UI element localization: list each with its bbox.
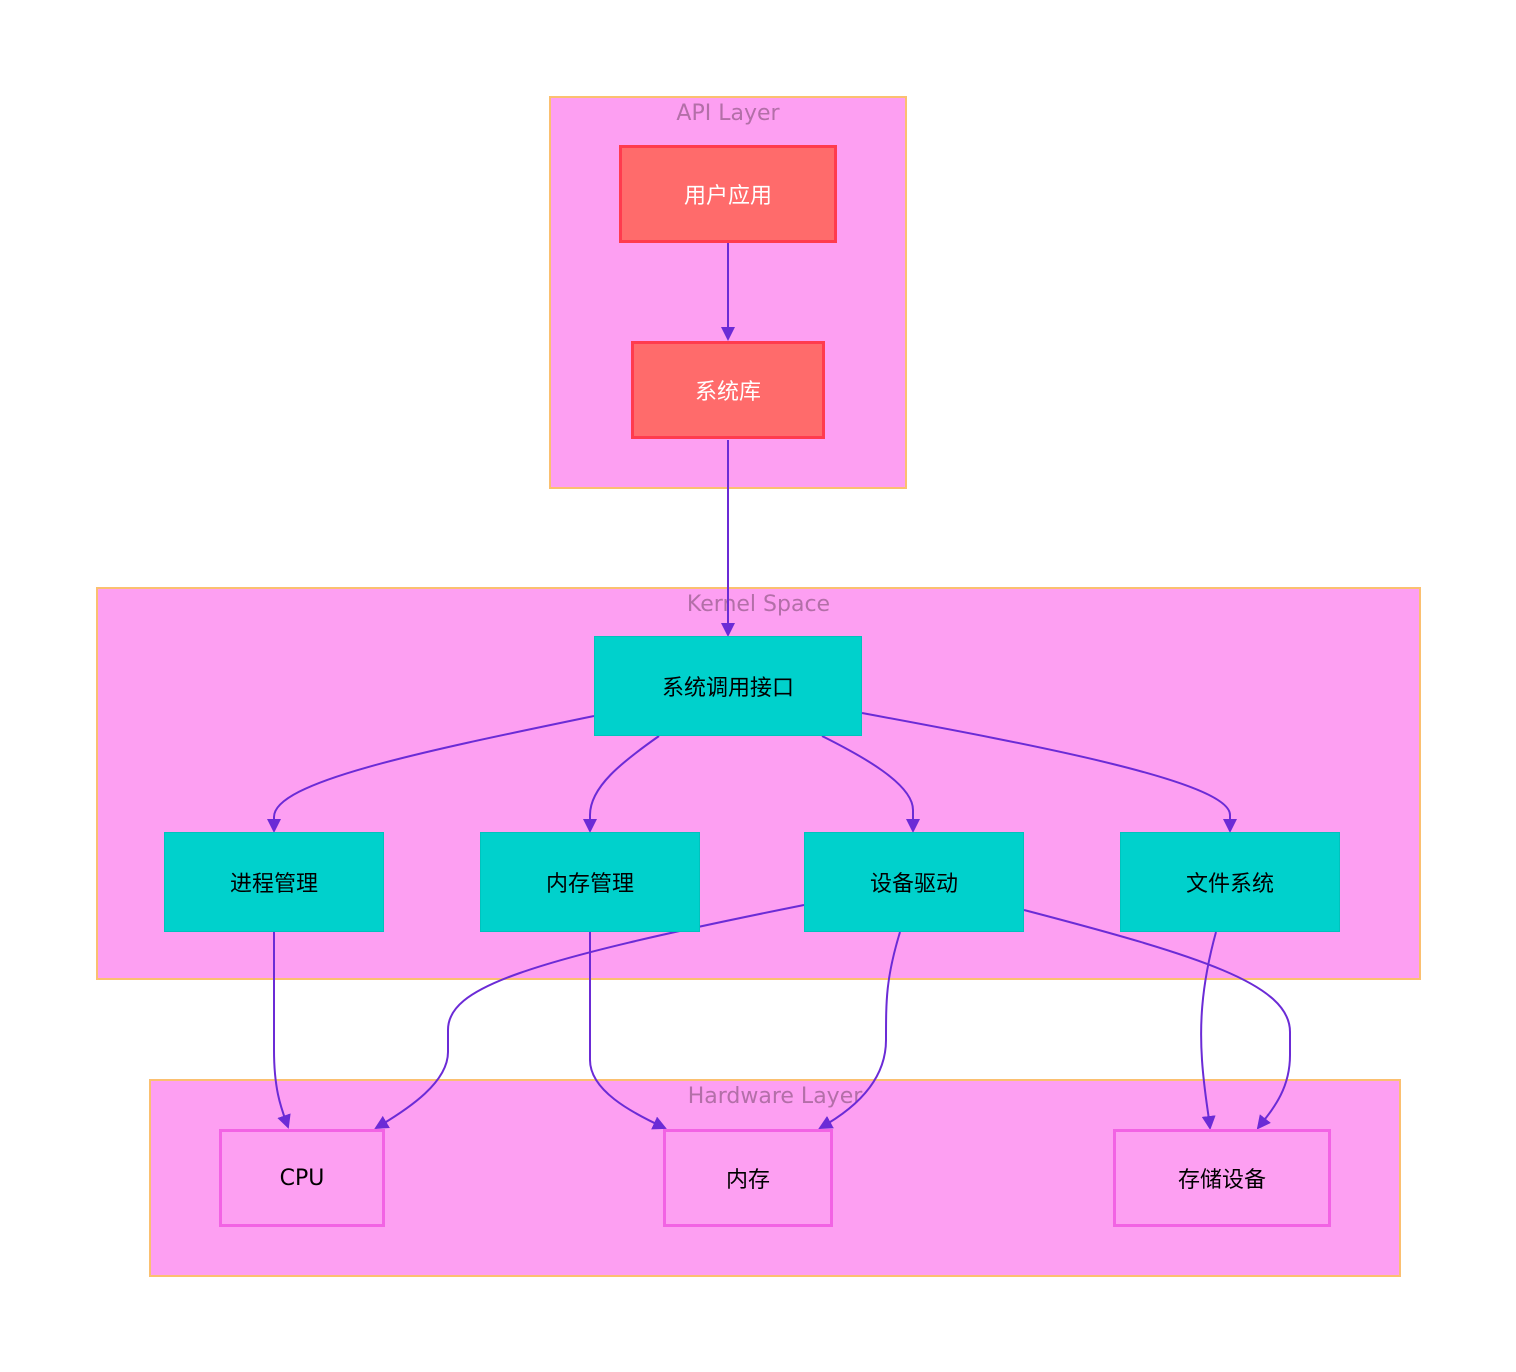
node-cpu-label: CPU <box>279 1165 325 1191</box>
node-memory[interactable]: 内存 <box>663 1129 833 1227</box>
node-storage-device[interactable]: 存储设备 <box>1113 1129 1331 1227</box>
node-syscall-interface[interactable]: 系统调用接口 <box>594 636 862 736</box>
node-filesystem[interactable]: 文件系统 <box>1120 832 1340 932</box>
node-user-app-label: 用户应用 <box>683 184 772 209</box>
cluster-hardware-layer-title: Hardware Layer <box>687 1084 863 1109</box>
node-device-driver[interactable]: 设备驱动 <box>804 832 1024 932</box>
node-cpu[interactable]: CPU <box>219 1129 385 1227</box>
cluster-kernel-space-title: Kernel Space <box>686 592 831 617</box>
node-memory-label: 内存 <box>725 1168 770 1193</box>
node-device-driver-label: 设备驱动 <box>869 872 958 897</box>
node-sys-lib[interactable]: 系统库 <box>631 341 825 439</box>
cluster-api-layer-title: API Layer <box>676 101 780 126</box>
node-process-mgmt-label: 进程管理 <box>229 872 318 897</box>
node-syscall-interface-label: 系统调用接口 <box>661 676 794 701</box>
node-process-mgmt[interactable]: 进程管理 <box>164 832 384 932</box>
node-storage-device-label: 存储设备 <box>1177 1168 1266 1193</box>
node-filesystem-label: 文件系统 <box>1185 872 1274 897</box>
node-memory-mgmt[interactable]: 内存管理 <box>480 832 700 932</box>
node-memory-mgmt-label: 内存管理 <box>545 872 634 897</box>
node-user-app[interactable]: 用户应用 <box>619 145 837 243</box>
node-sys-lib-label: 系统库 <box>694 380 761 405</box>
